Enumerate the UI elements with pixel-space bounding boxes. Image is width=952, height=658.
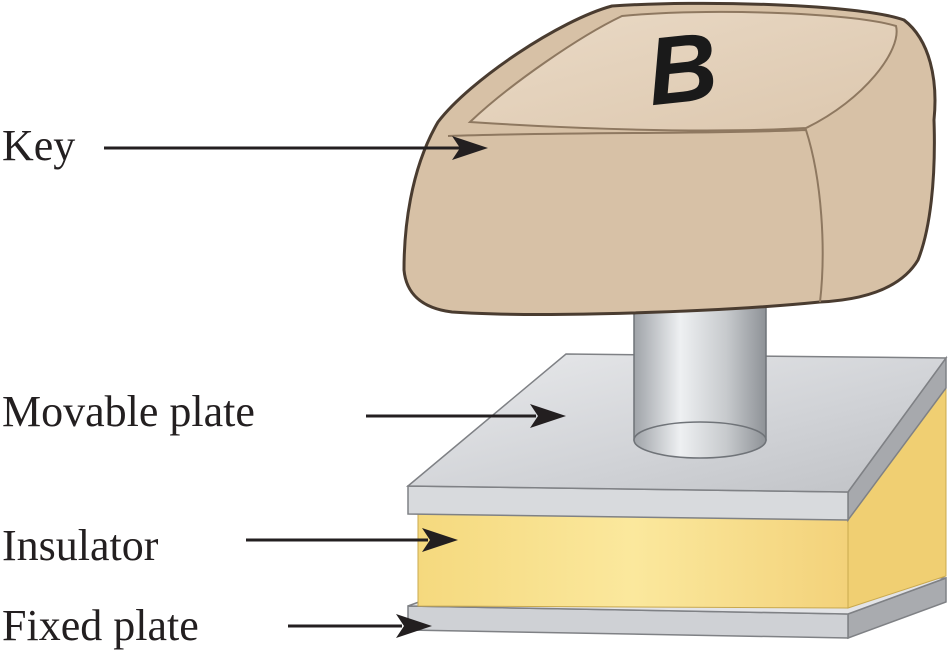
key-cap: B — [402, 1, 937, 316]
label-key-group: Key — [2, 121, 488, 170]
key-stem — [633, 299, 767, 459]
arrow-movable-head — [530, 404, 566, 428]
key-cap-top — [467, 10, 898, 132]
insulator-block — [417, 378, 947, 609]
label-insulator: Insulator — [2, 521, 159, 570]
insulator-front — [417, 509, 849, 609]
arrow-key-head — [452, 136, 488, 160]
label-insulator-group: Insulator — [2, 521, 458, 570]
stem-base — [633, 421, 767, 459]
arrow-fixed-head — [396, 614, 432, 638]
label-movable-plate: Movable plate — [2, 387, 255, 436]
label-key: Key — [2, 121, 75, 170]
label-fixed-plate: Fixed plate — [2, 601, 199, 650]
key-letter: B — [642, 12, 722, 126]
arrow-insulator-head — [422, 528, 458, 552]
label-fixed-plate-group: Fixed plate — [2, 601, 432, 650]
label-movable-plate-group: Movable plate — [2, 387, 566, 436]
stem-body — [633, 299, 767, 441]
key-cap-front-edge — [447, 128, 824, 303]
movable-plate — [405, 353, 948, 523]
